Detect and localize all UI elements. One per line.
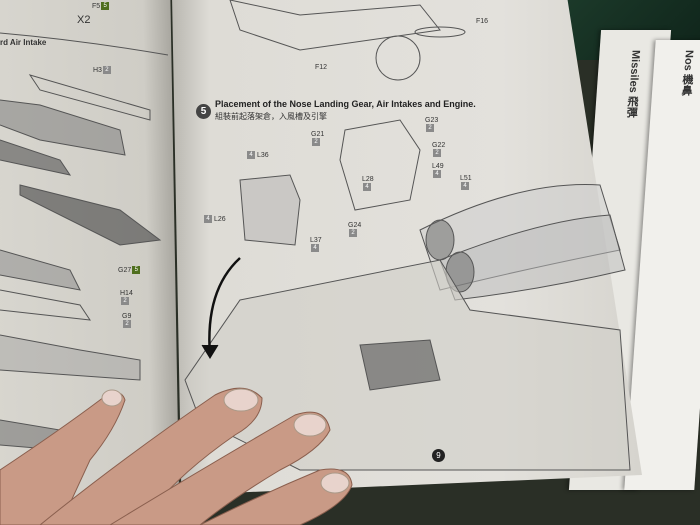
section-title: rd Air Intake xyxy=(0,38,47,47)
divider-line xyxy=(0,32,169,56)
missile-part xyxy=(414,26,466,38)
part-label: F12 xyxy=(315,64,328,71)
gear-bay-left xyxy=(239,174,301,246)
part-label: 4 L26 xyxy=(203,215,226,223)
step-title: Placement of the Nose Landing Gear, Air … xyxy=(215,99,476,109)
intake-part xyxy=(28,74,151,121)
page-number: 9 xyxy=(432,449,445,462)
cockpit-part xyxy=(359,339,441,391)
intake-part xyxy=(0,139,72,176)
intake-part xyxy=(19,184,162,246)
arrow-head-icon xyxy=(201,344,219,359)
gear-bay xyxy=(339,119,421,211)
part-label: F16 xyxy=(476,18,489,25)
fuselage-part xyxy=(229,0,441,51)
direction-arrow xyxy=(208,257,241,356)
intake-part xyxy=(0,249,81,291)
multiplier: X2 xyxy=(77,14,91,26)
detail-callout xyxy=(375,35,421,81)
part-label: 4 L36 xyxy=(246,151,269,159)
step-subtitle: 組裝前起落架倉，入風槽及引擎 xyxy=(215,112,327,121)
intake-part xyxy=(0,289,92,321)
step-number-badge: 5 xyxy=(196,104,211,119)
engine-2 xyxy=(439,214,626,301)
intake-part xyxy=(0,334,141,381)
intake-part xyxy=(0,99,126,156)
